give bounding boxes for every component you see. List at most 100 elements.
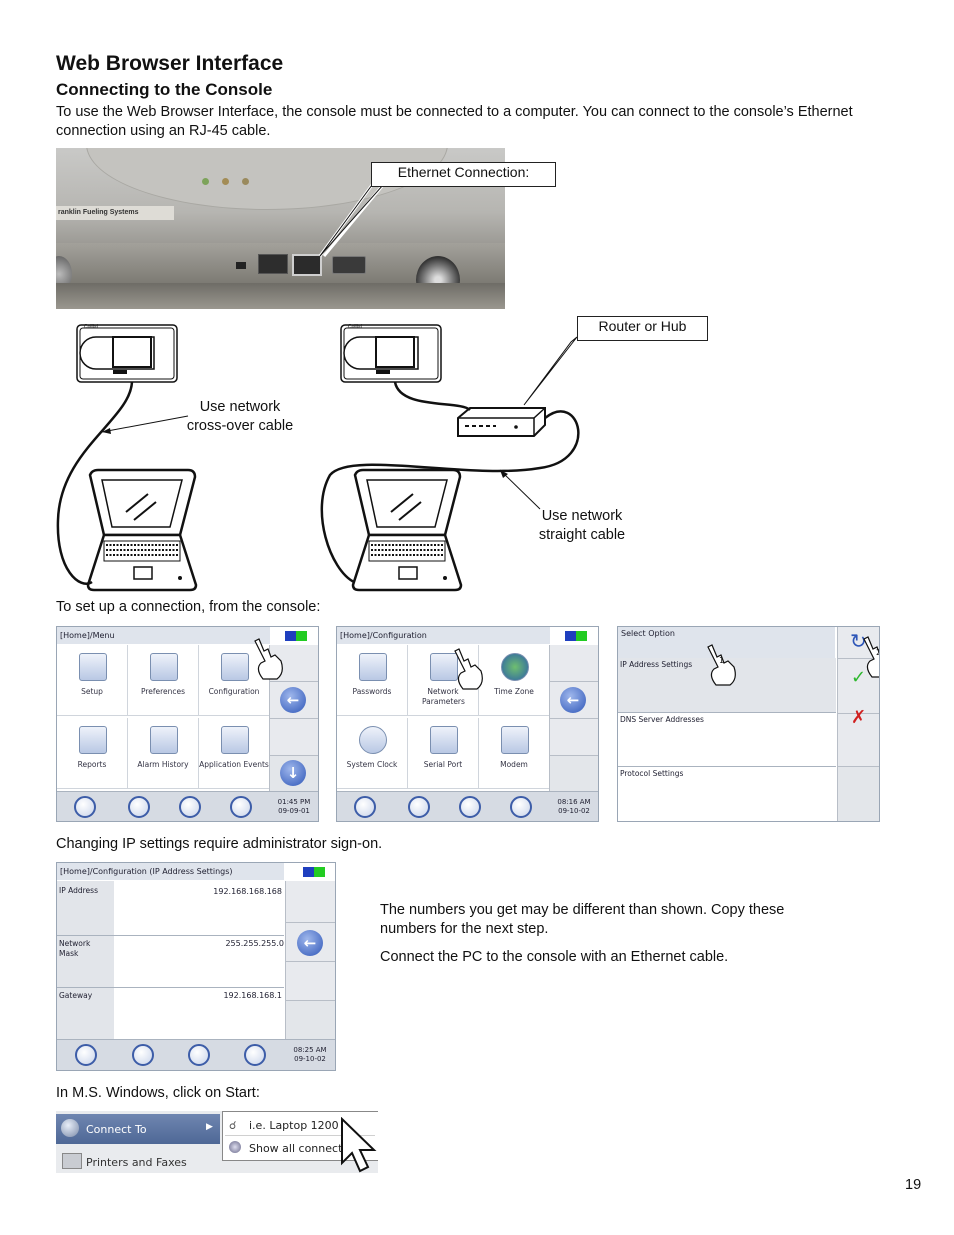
tile-preferences[interactable]: Preferences [128,645,199,716]
screen-menu: [Home]/Menu Setup Preferences Configurat… [56,626,319,822]
section-heading: Connecting to the Console [56,80,273,99]
ethernet-callout: Ethernet Connection: [371,162,556,187]
info-icon [221,726,249,754]
straight-cable [320,410,580,584]
tile-alarm-history[interactable]: Alarm History [128,718,199,789]
home-icon[interactable] [354,796,376,818]
modem-icon [501,726,529,754]
network-icon [430,653,458,681]
hand-step-1: 1 [719,656,725,665]
console-brand-left: Colibri [84,324,99,330]
windows-instruction: In M.S. Windows, click on Start: [56,1085,260,1101]
folder-icon[interactable] [510,796,532,818]
console-right [340,324,442,383]
ip-row-ip-address: IP Address 192.168.168.168 [57,881,284,936]
screen-configuration: [Home]/Configuration Passwords Network P… [336,626,599,822]
screen-config-title: [Home]/Configuration [337,627,550,644]
tile-passwords[interactable]: Passwords [337,645,408,716]
straight-label: Use network straight cable [538,508,626,543]
back-arrow-icon[interactable]: ← [297,930,323,956]
setup-instruction: To set up a connection, from the console… [56,599,321,615]
pointing-hand-icon-2 [863,636,879,678]
gateway-value[interactable]: 192.168.168.1 [223,991,282,1000]
menu-item-printers[interactable]: Printers and Faxes [56,1147,220,1173]
menu-item-connect-to[interactable]: Connect To ▶ [56,1114,220,1144]
ip-address-value[interactable]: 192.168.168.168 [213,887,282,896]
console-left [76,324,178,383]
console-brand-strip: ranklin Fueling Systems [56,206,174,220]
cancel-icon[interactable]: ✗ [851,707,867,728]
submenu-item-laptop[interactable]: ☌ i.e. Laptop 1200 [225,1116,375,1136]
submenu-item-show-all[interactable]: Show all connectio [225,1138,375,1157]
configuration-icon [221,653,249,681]
status-indicator [565,631,587,641]
tile-setup[interactable]: Setup [57,645,128,716]
laptop-right [351,468,463,592]
tile-time-zone[interactable]: Time Zone [479,645,550,716]
status-indicator [285,631,307,641]
menu-icon[interactable] [408,796,430,818]
usb-ports [258,254,288,274]
option-dns[interactable]: DNS Server Addresses [618,713,836,767]
side-panel [549,645,598,791]
side-panel [837,627,879,821]
floor-shadow [56,283,505,309]
ip-address-label: IP Address [59,886,98,895]
down-arrow-icon[interactable]: ↓ [280,760,306,786]
connection-icon: ☌ [229,1119,237,1132]
home-icon[interactable] [75,1044,97,1066]
check-icon[interactable] [188,1044,210,1066]
alarm-history-icon [150,726,178,754]
checkmark-icon[interactable]: ✓ [851,667,867,688]
submenu-arrow-icon: ▶ [206,1122,213,1132]
folder-icon[interactable] [230,796,252,818]
screen-ip-title: [Home]/Configuration (IP Address Setting… [57,863,284,880]
network-diagram [56,324,580,592]
screen-ip-settings: [Home]/Configuration (IP Address Setting… [56,862,336,1071]
note-connect: Connect the PC to the console with an Et… [380,949,729,965]
crossover-label: Use network cross-over cable [186,399,294,434]
page-number: 19 [905,1177,922,1193]
tile-configuration[interactable]: Configuration [199,645,270,716]
pointing-hand-icon-1 [707,644,736,686]
home-icon[interactable] [74,796,96,818]
tile-modem[interactable]: Modem [479,718,550,789]
router-callout: Router or Hub [577,316,708,341]
router-box [457,407,546,437]
page-heading: Web Browser Interface [56,52,284,75]
check-icon[interactable] [459,796,481,818]
network-connections-icon [229,1141,241,1153]
note-numbers: The numbers you get may be different tha… [380,902,785,937]
option-protocol[interactable]: Protocol Settings [620,769,684,778]
refresh-icon[interactable]: ↻ [850,629,867,653]
tile-application-events[interactable]: Application Events [199,718,270,789]
menu-icon[interactable] [132,1044,154,1066]
serial-port [332,256,366,274]
network-mask-value[interactable]: 255.255.255.0 [225,939,284,948]
check-icon[interactable] [179,796,201,818]
ip-row-gateway: Gateway 192.168.168.1 [57,988,284,1039]
ip-instruction: Changing IP settings require administrat… [56,836,383,852]
laptop-left [86,468,198,592]
folder-icon[interactable] [244,1044,266,1066]
tile-serial-port[interactable]: Serial Port [408,718,479,789]
network-globe-icon [61,1119,79,1137]
back-arrow-icon[interactable]: ← [560,687,586,713]
globe-icon [501,653,529,681]
led-lights [202,178,262,186]
tile-system-clock[interactable]: System Clock [337,718,408,789]
printer-icon [62,1153,82,1169]
ethernet-pointer [318,184,385,257]
screen-select-option: Select Option IP Address Settings DNS Se… [617,626,880,822]
preferences-icon [150,653,178,681]
menu-icon[interactable] [128,796,150,818]
tile-reports[interactable]: Reports [57,718,128,789]
console-brand-right: Colibri [348,324,363,330]
back-arrow-icon[interactable]: ← [280,687,306,713]
